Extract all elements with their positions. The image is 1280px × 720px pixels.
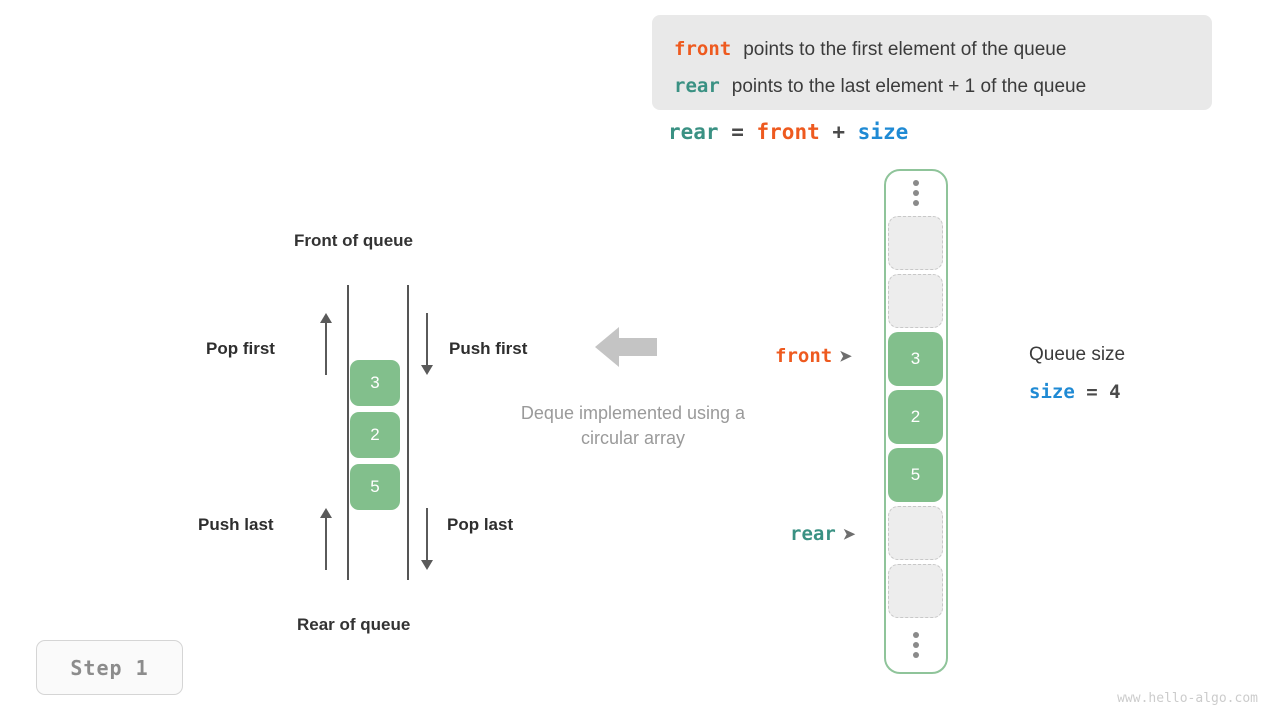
size-equals: =: [1074, 381, 1110, 403]
arrow-up-icon-push-last: [318, 508, 334, 570]
deque-guide-line-right: [407, 285, 409, 580]
front-of-queue-label: Front of queue: [294, 231, 413, 250]
pop-first-label: Pop first: [206, 339, 275, 358]
queue-size-expression: size = 4: [1029, 381, 1121, 403]
pointer-definition-callout: front points to the first element of the…: [652, 15, 1212, 110]
formula-equals: =: [718, 120, 757, 144]
deque-cell: 5: [350, 464, 400, 510]
ellipsis-dots-icon-top: [913, 180, 919, 206]
watermark: www.hello-algo.com: [1117, 691, 1258, 706]
array-cell-filled: 2: [888, 390, 943, 444]
ellipsis-dots-icon-bottom: [913, 632, 919, 658]
array-cell-filled: 5: [888, 448, 943, 502]
callout-line-front: front points to the first element of the…: [674, 38, 1066, 61]
formula-size: size: [857, 120, 909, 144]
arrow-left-icon: [595, 327, 657, 367]
arrow-down-icon-pop-last: [419, 508, 435, 570]
formula-front: front: [756, 120, 820, 144]
front-keyword: front: [674, 38, 732, 60]
deque-guide-line-left: [347, 285, 349, 580]
array-cell-empty: [888, 564, 943, 618]
size-keyword: size: [1029, 381, 1075, 403]
front-pointer-label: front: [775, 345, 833, 367]
arrow-down-icon-push-first: [419, 313, 435, 375]
push-first-label: Push first: [449, 339, 528, 358]
rear-keyword: rear: [674, 75, 720, 97]
pointer-arrow-icon: ➤: [842, 526, 856, 543]
size-value: 4: [1109, 381, 1121, 403]
rear-of-queue-label: Rear of queue: [297, 615, 411, 634]
diagram-note: Deque implemented using a circular array: [520, 403, 746, 448]
deque-cell: 2: [350, 412, 400, 458]
queue-size-title: Queue size: [1029, 344, 1126, 365]
front-description: points to the first element of the queue: [743, 39, 1067, 60]
front-pointer: front ➤: [775, 345, 852, 367]
deque-cell: 3: [350, 360, 400, 406]
array-cell-empty: [888, 216, 943, 270]
rear-description: points to the last element + 1 of the qu…: [731, 76, 1087, 97]
formula-plus: +: [819, 120, 858, 144]
step-badge: Step 1: [36, 640, 183, 695]
pop-last-label: Pop last: [447, 515, 514, 534]
formula-rear: rear: [668, 120, 719, 144]
rear-pointer: rear ➤: [790, 523, 855, 545]
rear-formula: rear = front + size: [668, 120, 908, 144]
array-cell-empty: [888, 506, 943, 560]
array-cell-empty: [888, 274, 943, 328]
pointer-arrow-icon: ➤: [839, 348, 852, 365]
arrow-up-icon-pop-first: [318, 313, 334, 375]
array-cell-filled: 3: [888, 332, 943, 386]
callout-line-rear: rear points to the last element + 1 of t…: [674, 75, 1086, 98]
push-last-label: Push last: [198, 515, 274, 534]
rear-pointer-label: rear: [790, 523, 836, 545]
